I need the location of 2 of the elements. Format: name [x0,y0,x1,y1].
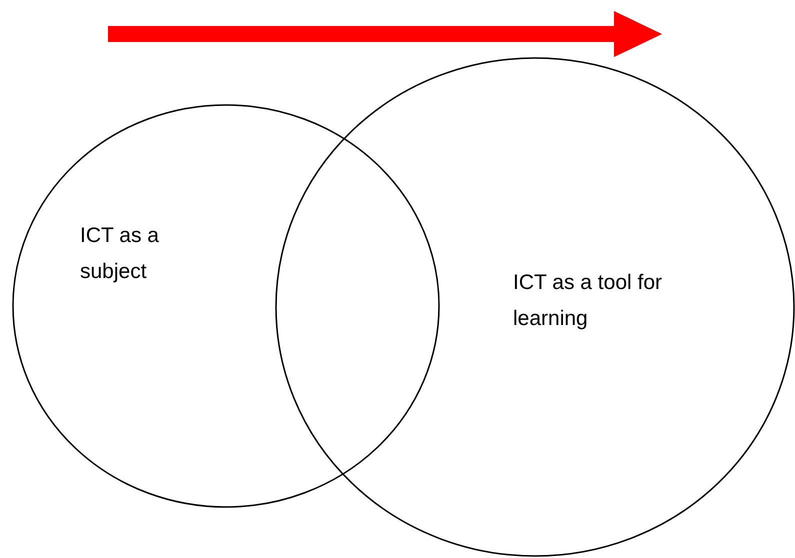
circle-label: ICT as a subject [80,223,160,285]
circle-label: ICT as a tool for learning [513,270,664,332]
